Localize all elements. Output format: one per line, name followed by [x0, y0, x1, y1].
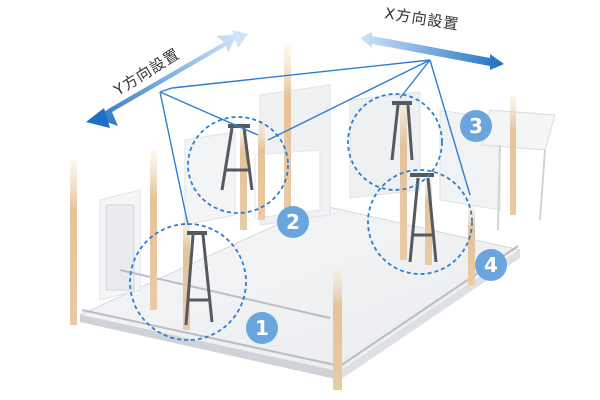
- interior-walls: [99, 84, 556, 301]
- marker-4-circle: [475, 249, 507, 281]
- marker-1-number: 1: [255, 316, 269, 340]
- marker-1-circle: [246, 312, 278, 344]
- marker-1: 1: [246, 312, 278, 344]
- marker-2: 2: [277, 206, 309, 238]
- wooden-posts: [70, 45, 516, 390]
- marker-4-number: 4: [484, 253, 498, 277]
- marker-3-number: 3: [469, 114, 483, 138]
- marker-3-circle: [460, 110, 492, 142]
- y-direction-arrow: Y方向設置: [86, 30, 248, 128]
- zone-circle-2: [187, 116, 289, 214]
- zone-circle-3: [347, 93, 443, 191]
- x-direction-label: X方向設置: [383, 4, 460, 34]
- zone-circle-1: [129, 223, 247, 341]
- marker-2-circle: [277, 206, 309, 238]
- zone-circle-4: [367, 169, 473, 275]
- marker-3: 3: [460, 110, 492, 142]
- marker-4: 4: [475, 249, 507, 281]
- bracing-zones: [129, 93, 473, 341]
- x-direction-arrow: X方向設置: [360, 4, 504, 70]
- leader-lines: [159, 59, 471, 226]
- marker-2-number: 2: [286, 210, 300, 234]
